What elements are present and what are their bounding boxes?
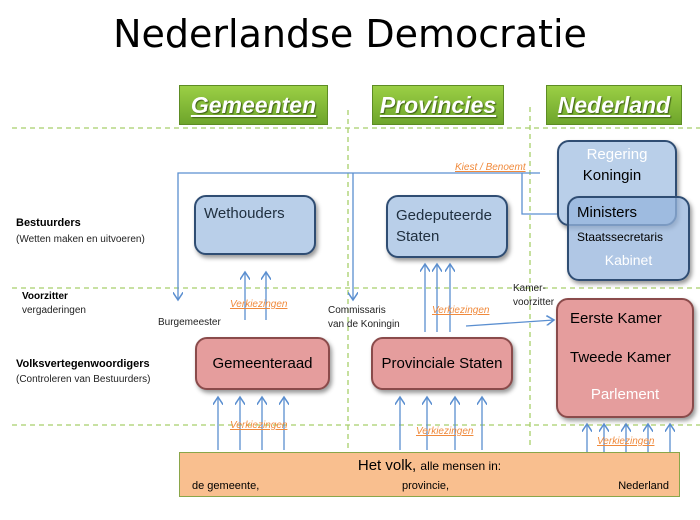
page-title: Nederlandse Democratie bbox=[113, 12, 587, 56]
label-commissaris: Commissaris van de Koningin bbox=[328, 304, 400, 332]
row-label-bestuurders: Bestuurders bbox=[16, 217, 81, 229]
arrows bbox=[178, 172, 670, 452]
volk-title-suffix: alle mensen in: bbox=[420, 459, 502, 473]
row-label-voorzitter: Voorzitter bbox=[22, 291, 68, 302]
column-header-provincies: Provincies bbox=[372, 85, 504, 125]
kamervoorzitter-line2: voorzitter bbox=[513, 297, 555, 308]
box-provinciale-staten: Provinciale Staten bbox=[371, 337, 513, 390]
volk-item-nederland: Nederland bbox=[618, 480, 669, 492]
column-header-gemeenten: Gemeenten bbox=[179, 85, 328, 125]
label-kiest-benoemt: Kiest / Benoemt bbox=[455, 162, 526, 173]
regering-title: Regering bbox=[586, 146, 648, 163]
koningin-label: Koningin bbox=[582, 167, 642, 184]
commissaris-line1: Commissaris bbox=[328, 305, 386, 316]
label-kamervoorzitter: Kamer-voorzitter bbox=[513, 282, 554, 310]
box-gemeenteraad: Gemeenteraad bbox=[195, 337, 330, 390]
commissaris-line2: van de Koningin bbox=[328, 319, 400, 330]
grid-dashed-lines bbox=[12, 107, 700, 450]
volk-item-provincie: provincie, bbox=[402, 480, 450, 492]
label-verkiezingen-parlement: Verkiezingen bbox=[597, 436, 655, 447]
box-het-volk: Het volk, alle mensen in: de gemeente, p… bbox=[179, 452, 680, 497]
staatssecretaris-label: Staatssecretaris bbox=[577, 230, 664, 244]
row-sub-voorzitter: vergaderingen bbox=[22, 305, 86, 316]
eerste-kamer-label: Eerste Kamer bbox=[570, 310, 662, 327]
provinciale-staten-label: Provinciale Staten bbox=[381, 355, 503, 372]
gedeputeerde-line1: Gedeputeerde bbox=[396, 207, 492, 224]
kabinet-title: Kabinet bbox=[604, 252, 653, 268]
label-burgemeester: Burgemeester bbox=[158, 317, 221, 328]
label-verkiezingen-provinciale: Verkiezingen bbox=[416, 426, 474, 437]
label-verkiezingen-gemeenteraad: Verkiezingen bbox=[230, 420, 288, 431]
box-kabinet: Ministers Staatssecretaris Kabinet bbox=[567, 196, 690, 281]
box-parlement: Eerste Kamer Tweede Kamer Parlement bbox=[556, 298, 694, 418]
column-header-nederland: Nederland bbox=[546, 85, 682, 125]
volk-item-gemeente: de gemeente, bbox=[192, 480, 260, 492]
parlement-title: Parlement bbox=[590, 386, 660, 403]
wethouders-label: Wethouders bbox=[204, 205, 285, 222]
label-verkiezingen-gedeputeerde: Verkiezingen bbox=[432, 305, 490, 316]
box-wethouders: Wethouders bbox=[194, 195, 316, 255]
gedeputeerde-line2: Staten bbox=[396, 228, 440, 245]
label-verkiezingen-wethouders: Verkiezingen bbox=[230, 299, 288, 310]
tweede-kamer-label: Tweede Kamer bbox=[570, 349, 671, 366]
row-sub-volksvertegenwoordigers: (Controleren van Bestuurders) bbox=[16, 374, 151, 385]
row-sub-bestuurders: (Wetten maken en uitvoeren) bbox=[16, 234, 145, 245]
row-label-volksvertegenwoordigers: Volksvertegenwoordigers bbox=[16, 358, 150, 370]
gemeenteraad-label: Gemeenteraad bbox=[212, 355, 313, 372]
kamervoorzitter-line1: Kamer- bbox=[513, 283, 546, 294]
volk-title: Het volk, alle mensen in: bbox=[180, 457, 679, 474]
volk-title-main: Het volk, bbox=[357, 457, 417, 474]
ministers-label: Ministers bbox=[577, 204, 638, 221]
